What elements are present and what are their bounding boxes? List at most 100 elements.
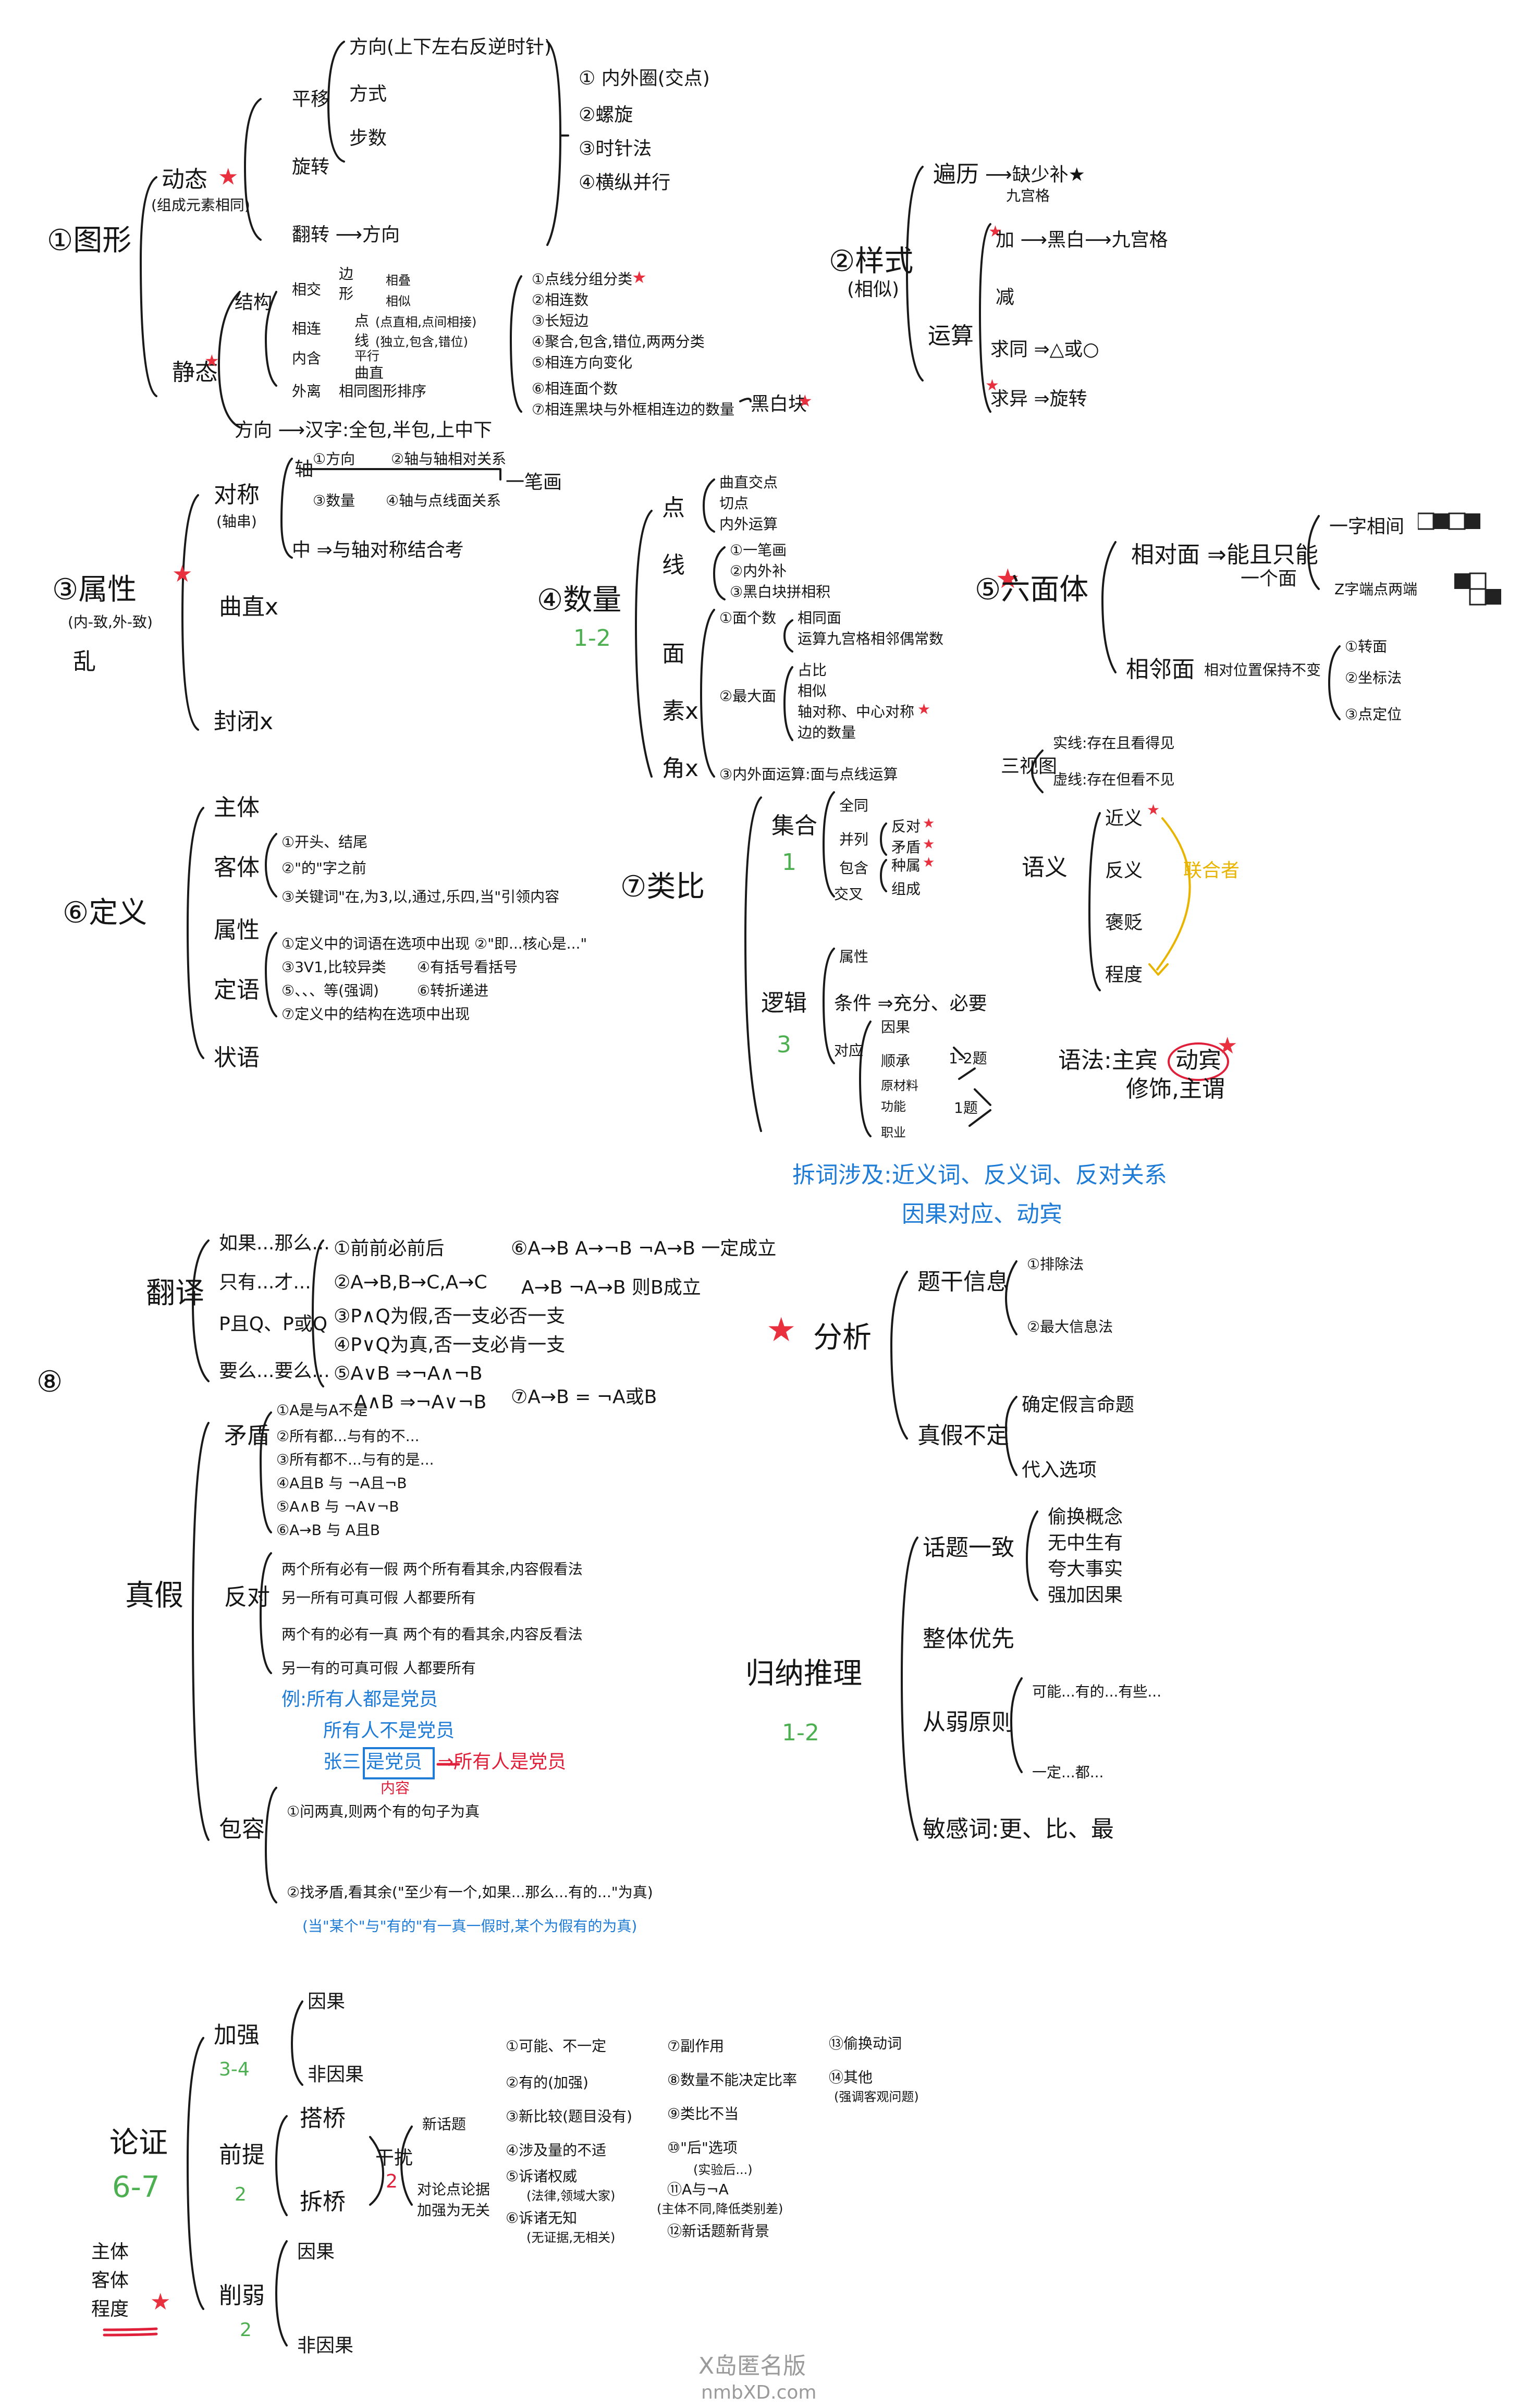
star-icon: ★ (1217, 1033, 1238, 1059)
watermark-title: X岛匿名版 (698, 2353, 806, 2379)
interfere-label: 干扰 (375, 2147, 413, 2169)
point-label: 点 (354, 312, 370, 329)
highlight-box (363, 1747, 435, 1779)
argument-range: 6-7 (112, 2170, 160, 2204)
formula-5b: A∧B ⇒¬A∨¬B (354, 1392, 487, 1413)
face-item-2c: 轴对称、中心对称 (798, 703, 915, 720)
attr-rule-2: ③3V1,比较异类 (281, 959, 386, 976)
verb-object-circle (1168, 1042, 1229, 1081)
quantity-title: ④数量 (537, 583, 622, 617)
degree-label: 程度 (91, 2299, 129, 2320)
topic-4: 强加因果 (1048, 1584, 1123, 1606)
quantity-range: 1-2 (573, 625, 611, 652)
point-label: 点 (662, 495, 685, 521)
uncertain-1: 确定假言命题 (1022, 1394, 1135, 1416)
formula-7: ⑦A→B = ¬A或B (511, 1386, 657, 1408)
sem-antonym: 反义 (1105, 860, 1143, 881)
translate-label: 翻译 (146, 1276, 204, 1310)
sem-praise: 褒贬 (1105, 912, 1143, 933)
cube-net-icon (1418, 512, 1480, 530)
object-label: 客体 (91, 2270, 129, 2291)
example-3-member: 是党员 (366, 1751, 423, 1773)
inclusive-label: 包容 (219, 1816, 265, 1842)
face-item-2b: 相似 (798, 682, 827, 699)
angle-x: 角x (662, 755, 699, 782)
inclusive-1: ①问两真,则两个有的句子为真 (287, 1803, 480, 1820)
build-bridge: 搭桥 (300, 2105, 346, 2132)
example-3-content: 内容 (381, 1779, 410, 1797)
formula-3: ③P∧Q为假,否一支必否一支 (334, 1306, 566, 1327)
way-item: 方式 (349, 83, 387, 105)
weak-principle: 从弱原则 (923, 1709, 1014, 1736)
list-10-note: (实验后...) (693, 2163, 753, 2177)
point-rule-1: ①点线分组分类 (532, 271, 633, 288)
attribute-note: (内-致,外-致) (68, 613, 153, 631)
adjacent-note: 相对位置保持不变 (1204, 661, 1321, 679)
true-false-label: 真假 (125, 1579, 183, 1613)
point-rule-7: ⑦相连黑块与外框相连边的数量 (532, 401, 735, 418)
star-icon: ★ (923, 837, 935, 852)
adjacent-rule-1: ①转面 (1345, 638, 1388, 655)
point-note: (点直相,点间相接) (375, 315, 477, 329)
line-detail-3: ③黑白块拼相积 (730, 583, 831, 600)
line-label: 线 (354, 332, 370, 349)
stem-info: 题干信息 (917, 1269, 1009, 1295)
star-icon: ★ (172, 561, 193, 587)
star-icon: ★ (923, 855, 935, 870)
star-icon: ★ (204, 351, 219, 371)
point-rule-6: ⑥相连面个数 (532, 380, 618, 397)
list-4: ④涉及量的不适 (506, 2142, 607, 2159)
opposite-rule-1: 一字相间 (1329, 516, 1405, 537)
formula-2b: A→B ¬A→B 则B成立 (521, 1277, 701, 1298)
face-item-1: ①面个数 (719, 609, 777, 626)
attr-rule-5: ⑥转折递进 (417, 982, 489, 999)
list-6-note: (无证据,无相关) (526, 2230, 616, 2245)
overlap-label: 相叠 (386, 273, 411, 288)
rule-3: ③时针法 (579, 138, 652, 159)
definition-title: ⑥定义 (63, 896, 148, 930)
translate-pq: P且Q、P或Q (219, 1313, 328, 1335)
stem-rule-2: ②最大信息法 (1027, 1318, 1113, 1335)
traverse-label: 遍历 (933, 161, 979, 188)
point-rule-3: ③长短边 (532, 312, 589, 329)
weaken-noncause: 非因果 (297, 2335, 354, 2356)
opposite-3: 两个有的必有一真 两个有的看其余,内容反看法 (281, 1626, 583, 1643)
direction-item: 方向(上下左右反逆时针) (349, 36, 552, 58)
induction-range: 1-2 (782, 1719, 819, 1746)
blue-note-1: 拆词涉及:近义词、反义词、反对关系 (792, 1162, 1167, 1188)
face-item-2a: 占比 (798, 661, 827, 679)
star-icon: ★ (218, 164, 239, 190)
calc-label: 运算 (928, 323, 974, 349)
steps-item: 步数 (349, 128, 387, 149)
whole-priority: 整体优先 (923, 1626, 1014, 1652)
verb-object: 动宾 (1175, 1047, 1221, 1074)
line-detail-1: ①一笔画 (730, 542, 787, 559)
analysis-title: 分析 (813, 1321, 872, 1355)
axis-item-3: ③数量 (313, 492, 355, 509)
axis-item-2: ②轴与轴相对关系 (391, 450, 507, 468)
dynamic-note: (组成元素相同) (151, 196, 250, 214)
stem-rule-1: ①排除法 (1027, 1256, 1084, 1273)
adjacent-rule-3: ③点定位 (1345, 706, 1402, 723)
calc-add: 加 ⟶黑白⟶九宫格 (996, 229, 1168, 251)
weak-1: 可能...有的...有些... (1032, 1683, 1162, 1700)
face-item-2d: 边的数量 (798, 724, 856, 741)
star-icon: ★ (923, 816, 935, 831)
star-icon: ★ (150, 2289, 171, 2315)
opposite-2: 另一所有可真可假 人都要所有 (281, 1589, 476, 1606)
dynamic-label: 动态 (162, 166, 207, 193)
association-note: 联合者 (1183, 860, 1240, 881)
set-include: 包含 (839, 859, 869, 877)
curve-label: 曲直 (354, 364, 384, 382)
premise-count: 2 (235, 2184, 247, 2205)
argument-title: 论证 (109, 2126, 168, 2160)
face-item-2: ②最大面 (719, 687, 777, 705)
set-count: 1 (782, 849, 796, 876)
break-bridge: 拆桥 (300, 2189, 346, 2215)
opposite-1: 两个所有必有一假 两个所有看其余,内容假看法 (281, 1561, 583, 1578)
topic-3: 夸大事实 (1048, 1558, 1123, 1580)
main-label: 主体 (91, 2241, 129, 2263)
set-label: 集合 (771, 813, 817, 839)
irrelevant-1: 对论点论据 (417, 2181, 490, 2198)
questions-1-2: 1-2题 (949, 1050, 987, 1067)
